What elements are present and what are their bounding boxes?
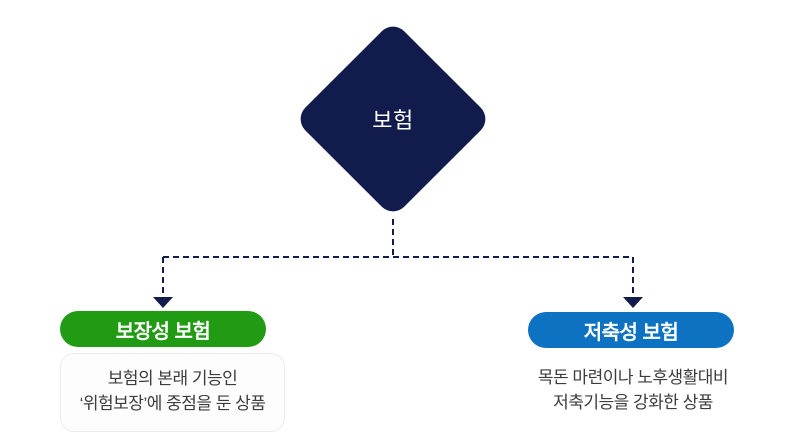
- branch-pill-protection: 보장성 보험: [60, 311, 266, 347]
- branch-pill-protection-label: 보장성 보험: [115, 320, 211, 343]
- branch-desc-line: ‘위험보장’에 중점을 둔 상품: [79, 394, 266, 413]
- branch-desc-savings: 목돈 마련이나 노후생활대비 저축기능을 강화한 상품: [520, 365, 746, 415]
- connector-crossbar: [163, 256, 633, 258]
- down-arrowhead-left-icon: [153, 297, 173, 308]
- branch-desc-line: 목돈 마련이나 노후생활대비: [537, 368, 729, 387]
- branch-card-protection: 보험의 본래 기능인 ‘위험보장’에 중점을 둔 상품: [60, 353, 285, 432]
- down-arrowhead-right-icon: [623, 297, 643, 308]
- connector-stem: [392, 219, 394, 257]
- branch-desc-line: 보험의 본래 기능인: [107, 369, 238, 388]
- branch-desc-line: 저축기능을 강화한 상품: [553, 393, 713, 412]
- root-node-diamond: 보험: [294, 20, 492, 218]
- connector-drop-right: [632, 257, 634, 298]
- branch-pill-savings-label: 저축성 보험: [583, 321, 679, 344]
- branch-pill-savings: 저축성 보험: [528, 312, 734, 348]
- connector-drop-left: [162, 257, 164, 298]
- root-node-label: 보험: [372, 108, 414, 133]
